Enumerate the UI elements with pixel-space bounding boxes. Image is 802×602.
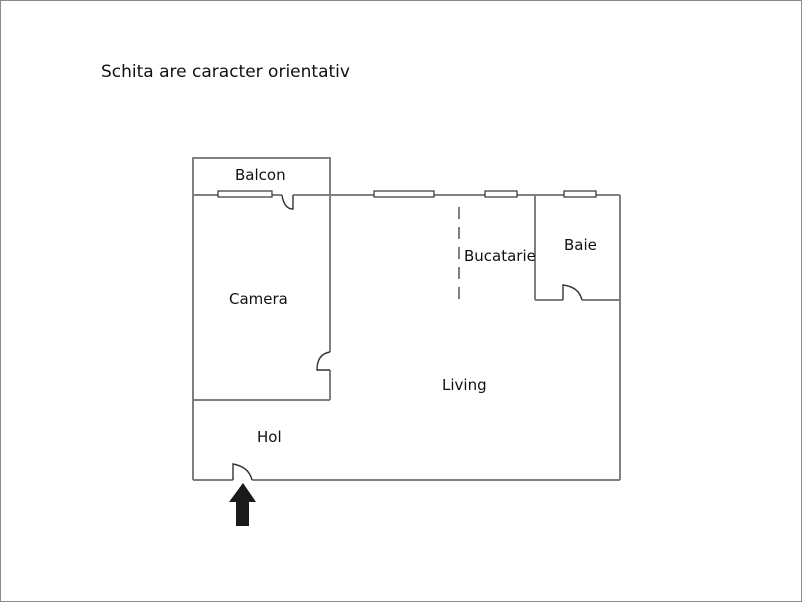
room-label-baie: Baie [564,236,597,254]
door-bath [562,284,583,301]
window-bath [563,190,597,198]
room-label-bucatarie: Bucatarie [464,247,536,265]
door-balcony [281,194,294,210]
window-camera [217,190,273,198]
window-kitchen [484,190,518,198]
balcony-wall [192,157,331,195]
entrance-arrow-icon [229,483,256,526]
room-label-living: Living [442,376,487,394]
door-camera [316,351,331,371]
door-entrance [232,463,253,481]
room-label-balcon: Balcon [235,166,286,184]
room-label-camera: Camera [229,290,288,308]
window-living [373,190,435,198]
plan-disclaimer-title: Schita are caracter orientativ [101,62,350,82]
room-label-hol: Hol [257,428,282,446]
